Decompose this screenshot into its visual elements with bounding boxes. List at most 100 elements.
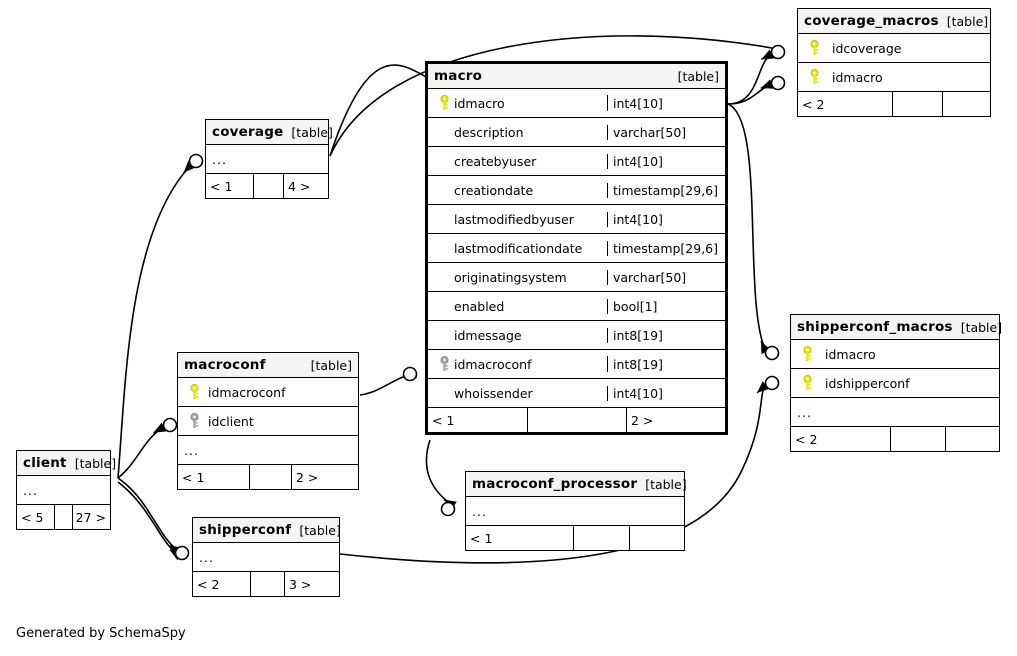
- table-macroconf-processor-tag: [table]: [645, 476, 687, 492]
- table-row[interactable]: lastmodifiedbyuser int4[10]: [428, 205, 725, 234]
- column-type: timestamp[29,6]: [613, 182, 719, 198]
- table-macroconf-tag: [table]: [310, 357, 352, 373]
- column-label: idmacro: [454, 95, 505, 111]
- column-label: idmacroconf: [208, 384, 286, 400]
- column-name-cell: lastmodificationdate: [428, 240, 608, 256]
- table-shipperconf-macros[interactable]: shipperconf_macros [table] idmacro idshi…: [790, 314, 1002, 452]
- table-coverage-macros-tag: [table]: [946, 13, 989, 29]
- column-label: idmessage: [454, 327, 522, 343]
- table-coverage-tag: [table]: [291, 124, 333, 140]
- table-row[interactable]: idcoverage: [798, 34, 990, 63]
- column-name-cell: originatingsystem: [428, 269, 608, 285]
- table-footer: < 1: [466, 526, 684, 550]
- footer-middle: [254, 174, 284, 198]
- footer-parent-count: < 2: [193, 572, 251, 596]
- footer-middle: [250, 465, 292, 489]
- footer-parent-count: < 1: [428, 408, 528, 432]
- table-row[interactable]: enabled bool[1]: [428, 292, 725, 321]
- table-row[interactable]: idmessage int8[19]: [428, 321, 725, 350]
- primary-key-icon: [804, 40, 824, 56]
- more-columns-indicator: ...: [791, 398, 999, 427]
- table-shipperconf-header: shipperconf [table]: [193, 518, 341, 543]
- column-label: idmacro: [832, 69, 883, 85]
- column-name-cell: description: [428, 124, 608, 140]
- table-shipperconf[interactable]: shipperconf [table] ... < 2 3 >: [192, 517, 341, 597]
- column-type: int4[10]: [613, 385, 663, 401]
- table-macro-title: macro: [434, 68, 483, 84]
- column-type: varchar[50]: [613, 124, 687, 140]
- foreign-key-icon: [434, 356, 454, 372]
- footer-child-count: 3 >: [289, 576, 312, 592]
- table-macroconf-processor-title: macroconf_processor: [472, 476, 638, 492]
- table-macroconf[interactable]: macroconf [table] idmacroconf idclient .…: [177, 352, 359, 490]
- primary-key-icon: [797, 375, 817, 391]
- column-type: varchar[50]: [613, 269, 687, 285]
- primary-key-icon: [434, 95, 454, 111]
- footer-child-count: [630, 526, 638, 550]
- column-type: int4[10]: [613, 211, 663, 227]
- column-label: idmacro: [825, 346, 876, 362]
- table-row[interactable]: whoissender int4[10]: [428, 379, 725, 408]
- primary-key-icon: [797, 346, 817, 362]
- table-coverage[interactable]: coverage [table] ... < 1 4 >: [205, 119, 333, 199]
- table-footer: < 1 2 >: [428, 408, 725, 432]
- table-row[interactable]: idmacro: [791, 340, 999, 369]
- footer-child-count: 2 >: [296, 469, 319, 485]
- column-type: bool[1]: [613, 298, 658, 314]
- table-row[interactable]: description varchar[50]: [428, 118, 725, 147]
- column-label: lastmodificationdate: [454, 240, 583, 256]
- more-columns-indicator: ...: [17, 476, 110, 505]
- column-type: int8[19]: [613, 356, 663, 372]
- column-label: originatingsystem: [454, 269, 567, 285]
- footer-parent-count: < 2: [791, 427, 891, 451]
- column-type: int4[10]: [613, 153, 663, 169]
- table-row[interactable]: idclient: [178, 407, 358, 436]
- table-row[interactable]: originatingsystem varchar[50]: [428, 263, 725, 292]
- primary-key-icon: [804, 69, 824, 85]
- table-client[interactable]: client [table] ... < 5 27 >: [16, 450, 116, 530]
- more-columns-indicator: ...: [466, 497, 684, 526]
- more-columns-indicator: ...: [193, 543, 339, 572]
- column-label: idcoverage: [832, 40, 902, 56]
- table-macroconf-processor-header: macroconf_processor [table]: [466, 472, 687, 497]
- column-label: idmacroconf: [454, 356, 532, 372]
- column-name-cell: whoissender: [428, 385, 608, 401]
- table-macroconf-processor[interactable]: macroconf_processor [table] ... < 1: [465, 471, 687, 551]
- footer-middle: [55, 505, 73, 529]
- column-name-cell: idcoverage: [798, 40, 990, 56]
- column-label: description: [454, 124, 524, 140]
- column-name-cell: idmessage: [428, 327, 608, 343]
- more-columns-indicator: ...: [178, 436, 358, 465]
- footer-middle: [528, 408, 627, 432]
- table-row[interactable]: idmacro int4[10]: [428, 89, 725, 118]
- table-row[interactable]: idshipperconf: [791, 369, 999, 398]
- footer-middle: [574, 526, 630, 550]
- table-client-tag: [table]: [74, 455, 117, 471]
- footer-middle: [891, 427, 946, 451]
- foreign-key-icon: [184, 413, 204, 429]
- column-label: idclient: [208, 413, 254, 429]
- table-client-title: client: [23, 455, 67, 471]
- footer-child-count: [946, 427, 954, 451]
- table-row[interactable]: lastmodificationdate timestamp[29,6]: [428, 234, 725, 263]
- table-coverage-macros[interactable]: coverage_macros [table] idcoverage idmac…: [797, 8, 991, 117]
- column-label: enabled: [454, 298, 505, 314]
- table-row[interactable]: idmacro: [798, 63, 990, 92]
- column-label: whoissender: [454, 385, 533, 401]
- footer-parent-count: < 1: [466, 526, 574, 550]
- table-macro[interactable]: macro [table] idmacro int4[10] descripti…: [425, 61, 728, 435]
- table-footer: < 1 2 >: [178, 465, 358, 489]
- more-columns-indicator: ...: [206, 145, 328, 174]
- table-row[interactable]: idmacroconf: [178, 378, 358, 407]
- footer-parent-count: < 1: [178, 465, 250, 489]
- table-row[interactable]: creationdate timestamp[29,6]: [428, 176, 725, 205]
- table-footer: < 5 27 >: [17, 505, 110, 529]
- footer-parent-count: < 1: [206, 174, 254, 198]
- generated-by-credit: Generated by SchemaSpy: [16, 626, 186, 641]
- table-row[interactable]: createbyuser int4[10]: [428, 147, 725, 176]
- column-name-cell: creationdate: [428, 182, 608, 198]
- table-macro-tag: [table]: [677, 68, 719, 84]
- column-label: creationdate: [454, 182, 534, 198]
- table-row[interactable]: idmacroconf int8[19]: [428, 350, 725, 379]
- footer-child-count: 27 >: [75, 509, 106, 525]
